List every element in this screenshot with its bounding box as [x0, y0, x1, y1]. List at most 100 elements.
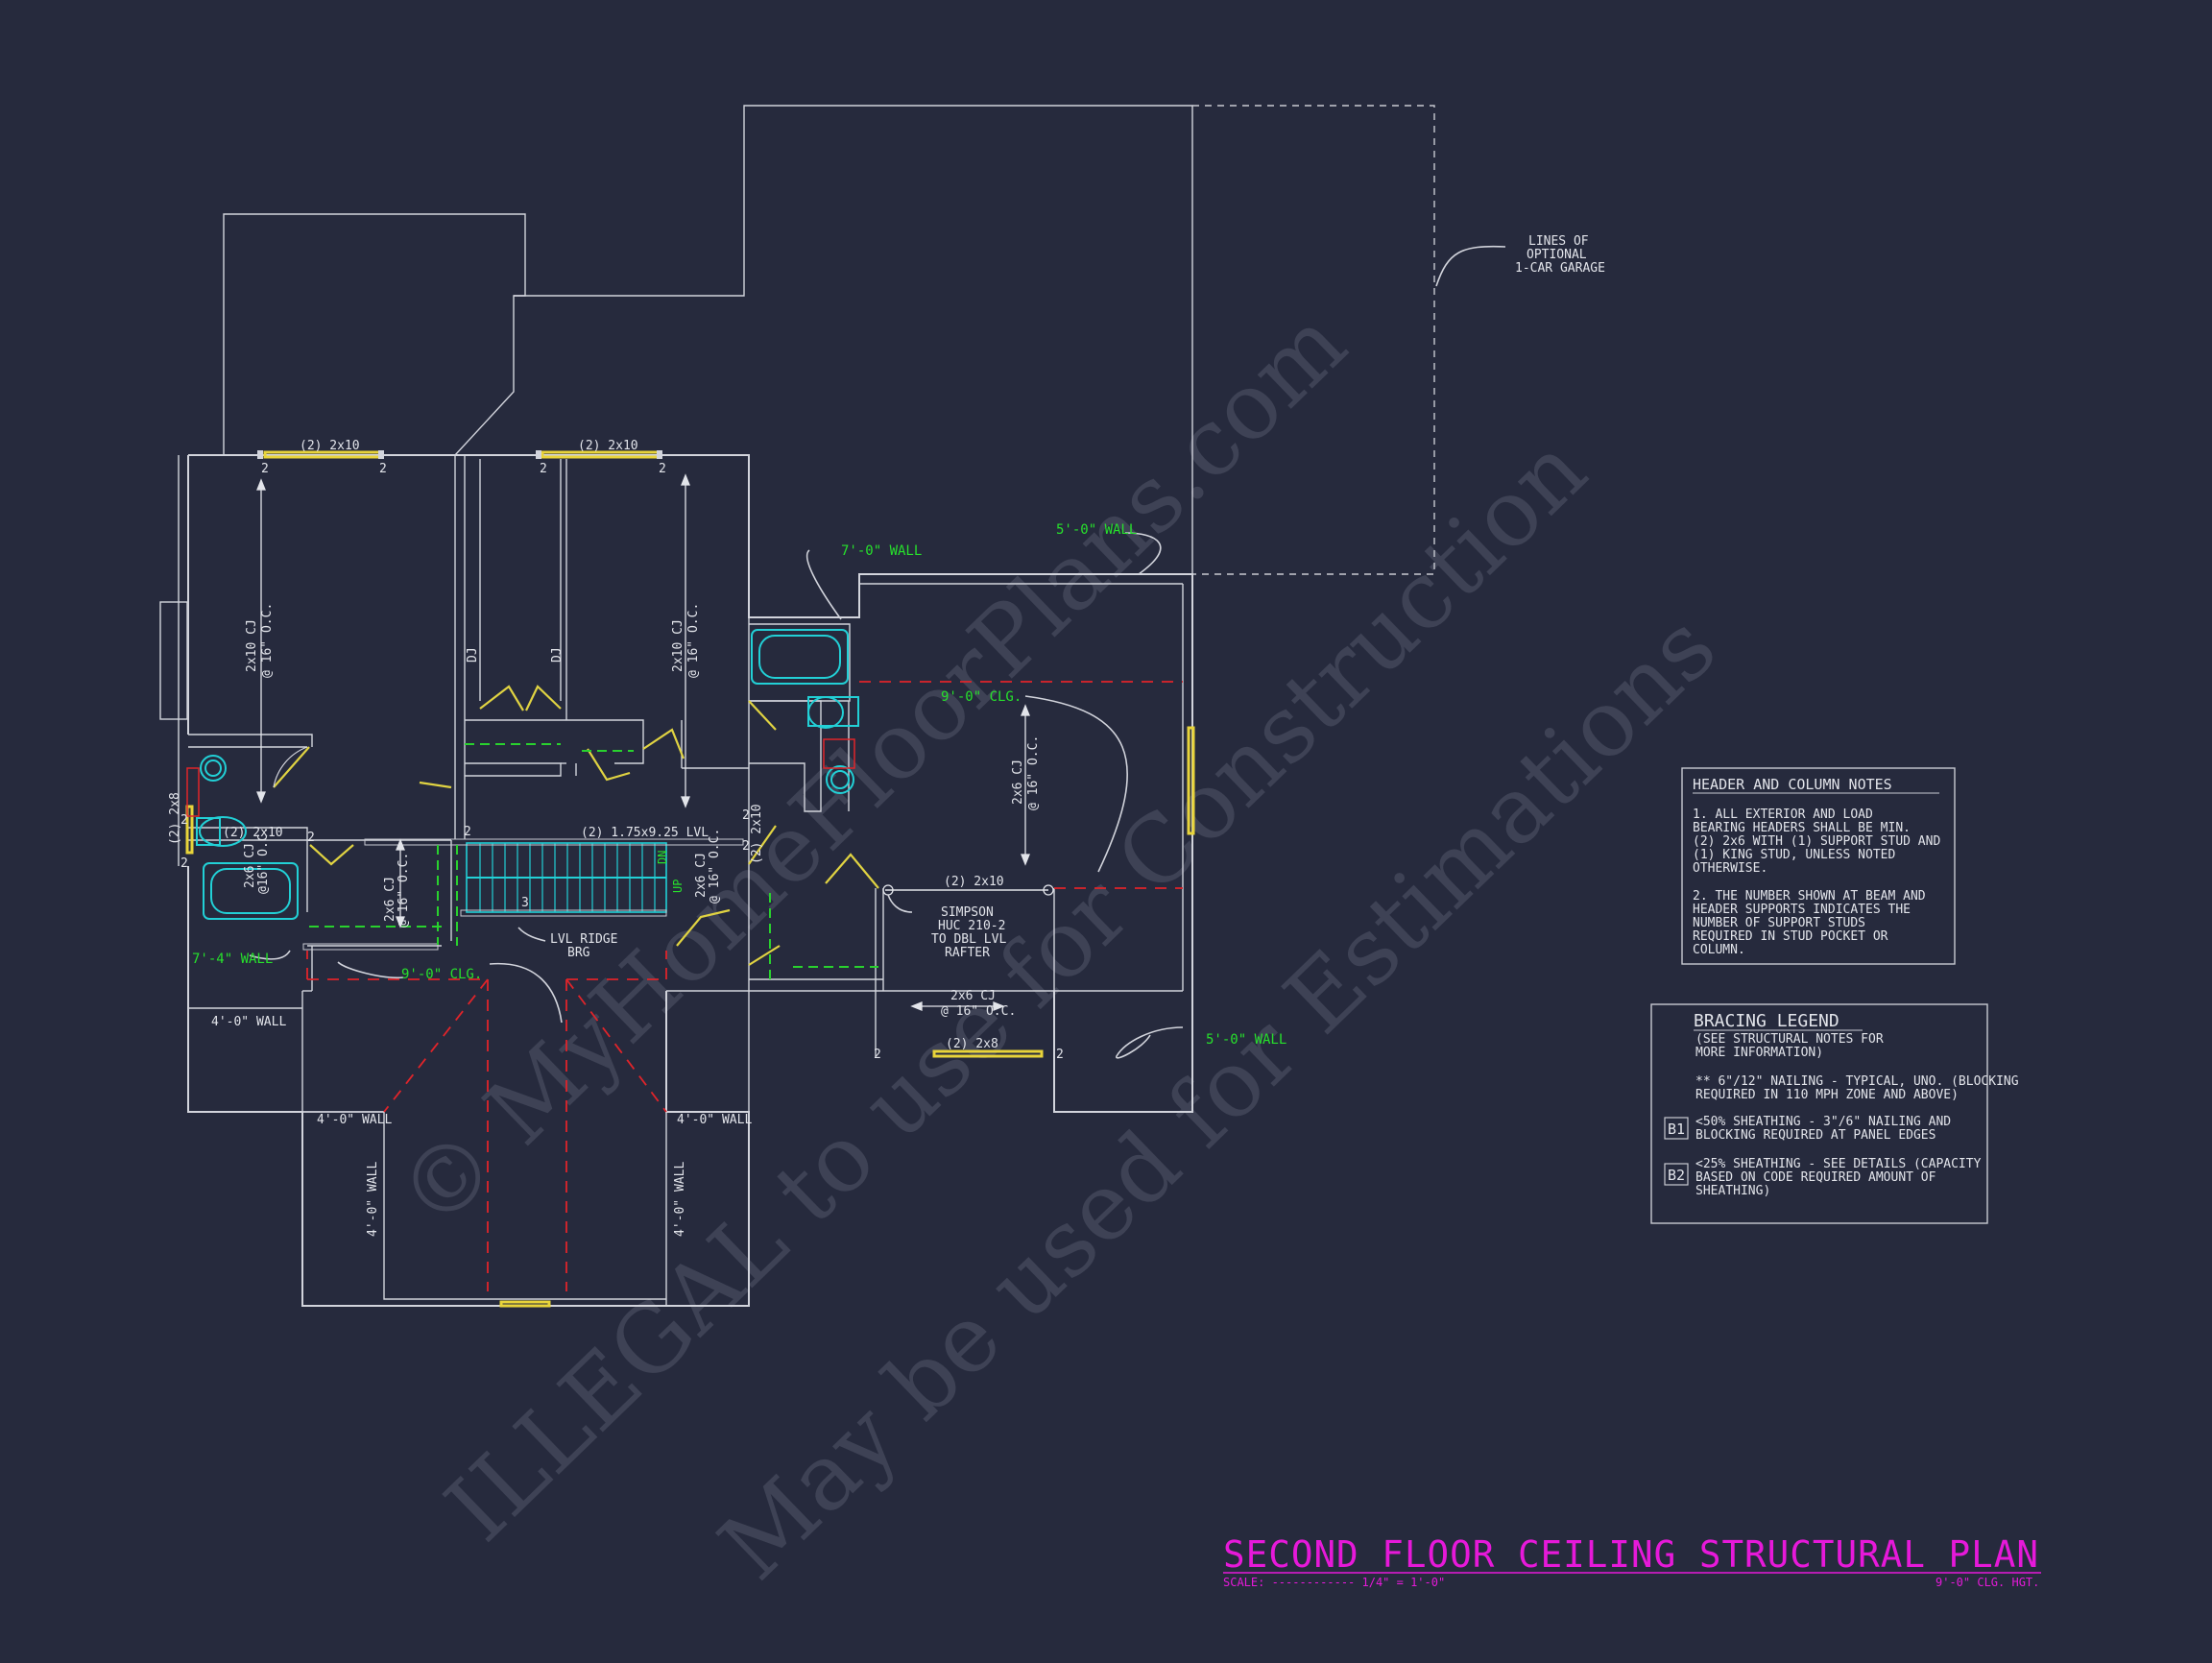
cj-label-3: 2x6 CJ @16" O.C. [243, 827, 271, 894]
svg-text:REQUIRED IN 110 MPH ZONE AND A: REQUIRED IN 110 MPH ZONE AND ABOVE) [1695, 1088, 1959, 1102]
svg-text:BEARING HEADERS SHALL BE MIN.: BEARING HEADERS SHALL BE MIN. [1693, 821, 1911, 835]
svg-text:@ 16" O.C.: @ 16" O.C. [686, 603, 701, 678]
cj-label-4: 2x6 CJ @ 16" O.C. [383, 853, 411, 928]
header-label-2x8-side: (2) 2x8 [168, 792, 182, 845]
svg-text:2: 2 [180, 813, 188, 828]
interior-walls [188, 455, 1184, 1112]
svg-text:<25% SHEATHING - SEE DETAILS (: <25% SHEATHING - SEE DETAILS (CAPACITY [1695, 1157, 1982, 1171]
svg-text:HEADER SUPPORTS INDICATES THE: HEADER SUPPORTS INDICATES THE [1693, 903, 1911, 917]
svg-text:LVL RIDGE: LVL RIDGE [550, 932, 617, 947]
dj-label-2: DJ [550, 647, 565, 663]
svg-text:2: 2 [1056, 1048, 1064, 1062]
simpson-note: SIMPSON HUC 210-2 TO DBL LVL RAFTER [931, 905, 1006, 960]
svg-text:TO DBL LVL: TO DBL LVL [931, 932, 1006, 947]
svg-text:2: 2 [742, 808, 750, 823]
optional-garage-lines [1192, 105, 1435, 575]
stair-dn: DN [656, 851, 669, 864]
svg-text:COLUMN.: COLUMN. [1693, 943, 1745, 957]
svg-text:<50% SHEATHING - 3"/6" NAILING: <50% SHEATHING - 3"/6" NAILING AND [1695, 1115, 1951, 1129]
svg-text:(SEE STRUCTURAL NOTES FOR: (SEE STRUCTURAL NOTES FOR [1695, 1032, 1884, 1047]
svg-text:HUC 210-2: HUC 210-2 [938, 919, 1005, 933]
cj-label-2: 2x10 CJ @ 16" O.C. [671, 603, 701, 678]
header-column-notes: HEADER AND COLUMN NOTES 1. ALL EXTERIOR … [1681, 767, 1956, 965]
cj-label-5: 2x6 CJ @ 16" O.C. [694, 829, 722, 904]
plan-labels: (2) 2x10 (2) 2x10 (2) 2x10 (2) 2x10 (2) … [168, 234, 1605, 1237]
header-notes-title: HEADER AND COLUMN NOTES [1693, 776, 1892, 793]
svg-text:2x10 CJ: 2x10 CJ [245, 619, 259, 672]
wall-4-label-b: 4'-0" WALL [317, 1113, 392, 1127]
svg-text:2: 2 [379, 462, 387, 476]
header-label-3: (2) 2x10 [223, 826, 283, 840]
svg-text:2: 2 [659, 462, 666, 476]
header-label-1: (2) 2x10 [300, 439, 360, 453]
svg-text:@ 16" O.C.: @ 16" O.C. [941, 1004, 1016, 1019]
balcony-window-header [499, 1300, 551, 1308]
ridge-lines [306, 681, 1183, 1291]
drawing-title: SECOND FLOOR CEILING STRUCTURAL PLAN [1223, 1533, 2039, 1576]
svg-text:BRG: BRG [567, 946, 590, 960]
headers [185, 450, 1195, 1058]
svg-text:BLOCKING REQUIRED AT PANEL EDG: BLOCKING REQUIRED AT PANEL EDGES [1695, 1128, 1936, 1143]
svg-text:SIMPSON: SIMPSON [941, 905, 994, 920]
wall-5-0-top-label: 5'-0" WALL [1056, 522, 1137, 538]
svg-text:2x10 CJ: 2x10 CJ [671, 619, 685, 672]
svg-text:2x6 CJ: 2x6 CJ [694, 853, 709, 898]
svg-text:2: 2 [307, 831, 315, 845]
svg-text:2x6 CJ: 2x6 CJ [383, 877, 397, 922]
b1-tag: B1 [1668, 1121, 1685, 1138]
header-label-4: (2) 2x10 [944, 875, 1004, 889]
garage-note: LINES OF OPTIONAL 1-CAR GARAGE [1515, 234, 1605, 276]
svg-text:@16" O.C.: @16" O.C. [256, 827, 271, 894]
svg-text:@ 16" O.C.: @ 16" O.C. [397, 853, 411, 928]
lvl-ridge-note: LVL RIDGE BRG [550, 932, 617, 960]
svg-text:(2) 2x6 WITH (1) SUPPORT STUD: (2) 2x6 WITH (1) SUPPORT STUD AND [1693, 834, 1940, 849]
ceiling-9-label-a: 9'-0" CLG. [941, 689, 1022, 705]
wall-4-label-e: 4'-0" WALL [673, 1162, 687, 1237]
wall-5-0-bottom-label: 5'-0" WALL [1206, 1032, 1286, 1048]
svg-text:OPTIONAL: OPTIONAL [1527, 248, 1587, 262]
svg-text:BASED ON CODE REQUIRED AMOUNT: BASED ON CODE REQUIRED AMOUNT OF [1695, 1170, 1936, 1185]
header-label-2x8: (2) 2x8 [946, 1037, 998, 1051]
bathtub-icon-2 [203, 862, 299, 920]
cj-label-1: 2x10 CJ @ 16" O.C. [245, 603, 275, 678]
svg-text:(1) KING STUD, UNLESS NOTED: (1) KING STUD, UNLESS NOTED [1693, 848, 1895, 862]
stair-treads [479, 843, 656, 912]
stair [302, 838, 744, 951]
svg-text:REQUIRED IN STUD POCKET OR: REQUIRED IN STUD POCKET OR [1693, 929, 1888, 944]
svg-text:RAFTER: RAFTER [945, 946, 990, 960]
svg-text:@ 16" O.C.: @ 16" O.C. [708, 829, 722, 904]
exterior-walls [159, 454, 1193, 1308]
svg-text:2: 2 [742, 839, 750, 854]
green-bearing-lines [309, 743, 878, 981]
wall-7-0-label: 7'-0" WALL [841, 543, 922, 559]
svg-text:2: 2 [464, 825, 471, 839]
svg-text:MORE INFORMATION): MORE INFORMATION) [1695, 1046, 1823, 1060]
svg-text:** 6"/12" NAILING - TYPICAL, U: ** 6"/12" NAILING - TYPICAL, UNO. (BLOCK… [1695, 1074, 2019, 1089]
bracing-legend: BRACING LEGEND (SEE STRUCTURAL NOTES FOR… [1650, 1003, 2019, 1224]
svg-text:SHEATHING): SHEATHING) [1695, 1184, 1770, 1198]
svg-text:2x6 CJ: 2x6 CJ [1011, 759, 1025, 805]
svg-text:2x6 CJ: 2x6 CJ [243, 843, 257, 888]
svg-text:@ 16" O.C.: @ 16" O.C. [260, 603, 275, 678]
green-labels: 7'-0" WALL 5'-0" WALL 5'-0" WALL 7'-4" W… [192, 522, 1286, 1048]
svg-text:2: 2 [261, 462, 269, 476]
dj-label-1: DJ [466, 647, 480, 663]
post-numbers: 2 2 2 2 2 2 2 2 2 2 2 2 3 [180, 462, 1064, 1062]
ceiling-height-label: 9'-0" CLG. HGT. [1936, 1576, 2039, 1589]
svg-text:NUMBER OF SUPPORT STUDS: NUMBER OF SUPPORT STUDS [1693, 916, 1865, 930]
svg-text:LINES OF: LINES OF [1528, 234, 1589, 249]
svg-text:2. THE NUMBER SHOWN AT BEAM AN: 2. THE NUMBER SHOWN AT BEAM AND [1693, 889, 1926, 904]
doors [273, 685, 879, 966]
svg-text:2: 2 [180, 856, 188, 871]
svg-text:1. ALL EXTERIOR AND LOAD: 1. ALL EXTERIOR AND LOAD [1693, 807, 1873, 822]
title-block: SECOND FLOOR CEILING STRUCTURAL PLAN SCA… [1223, 1533, 2041, 1589]
b2-tag: B2 [1668, 1167, 1685, 1184]
header-label-2: (2) 2x10 [578, 439, 638, 453]
wall-7-4-label: 7'-4" WALL [192, 952, 273, 967]
bathtub-icon [751, 629, 849, 685]
svg-text:2x6 CJ: 2x6 CJ [950, 989, 996, 1003]
leaders [249, 532, 1184, 1059]
stair-up: UP [671, 880, 685, 893]
